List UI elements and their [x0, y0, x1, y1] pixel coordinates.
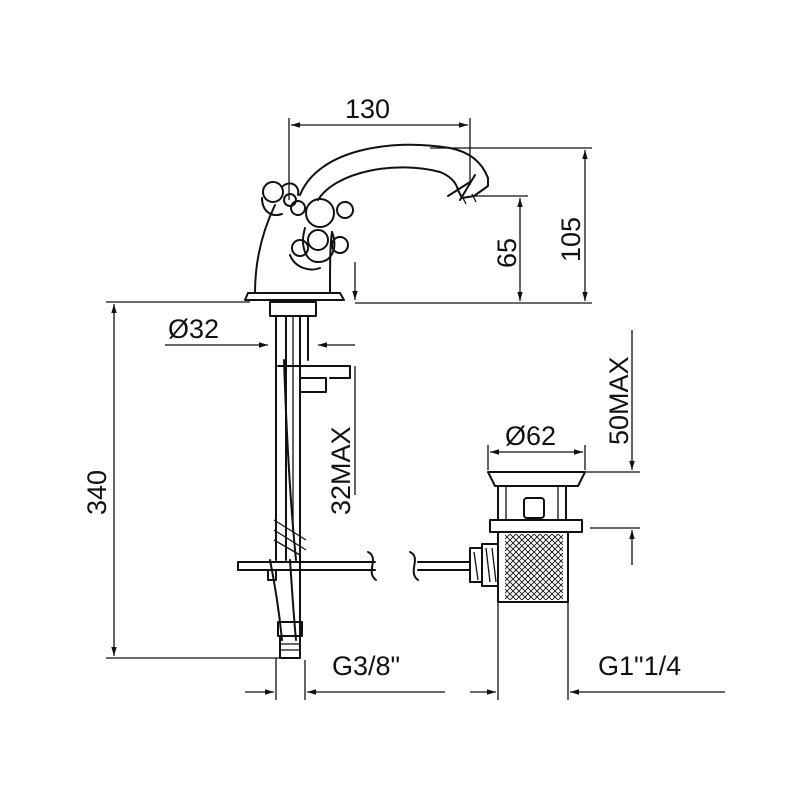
waste-assembly — [469, 471, 586, 603]
dim-tap-thread — [245, 658, 445, 700]
label-deck-tap: 32MAX — [326, 426, 356, 515]
cross-handle-center — [289, 198, 354, 271]
dim-total-height — [355, 147, 592, 304]
dim-waste-thread — [470, 602, 725, 700]
dim-deck-waste — [585, 330, 640, 565]
label-deck-waste: 50MAX — [604, 356, 634, 445]
tap-body — [244, 143, 489, 301]
dim-overall-length — [106, 301, 280, 659]
dim-spout-reach — [288, 118, 471, 200]
cross-handle-left — [261, 181, 300, 216]
label-tap-thread: G3/8" — [332, 651, 400, 681]
label-overall-length: 340 — [82, 470, 112, 515]
popup-rod — [237, 551, 471, 581]
dim-waste-diameter — [487, 445, 586, 470]
label-spout-height: 65 — [492, 238, 522, 268]
tap-shank — [269, 301, 351, 659]
label-total-height: 105 — [556, 217, 586, 262]
label-spout-reach: 130 — [345, 94, 390, 124]
label-waste-diameter: Ø62 — [505, 421, 556, 451]
label-body-diameter: Ø32 — [168, 314, 219, 344]
label-waste-thread: G1"1/4 — [598, 651, 681, 681]
dim-spout-height — [352, 195, 528, 301]
